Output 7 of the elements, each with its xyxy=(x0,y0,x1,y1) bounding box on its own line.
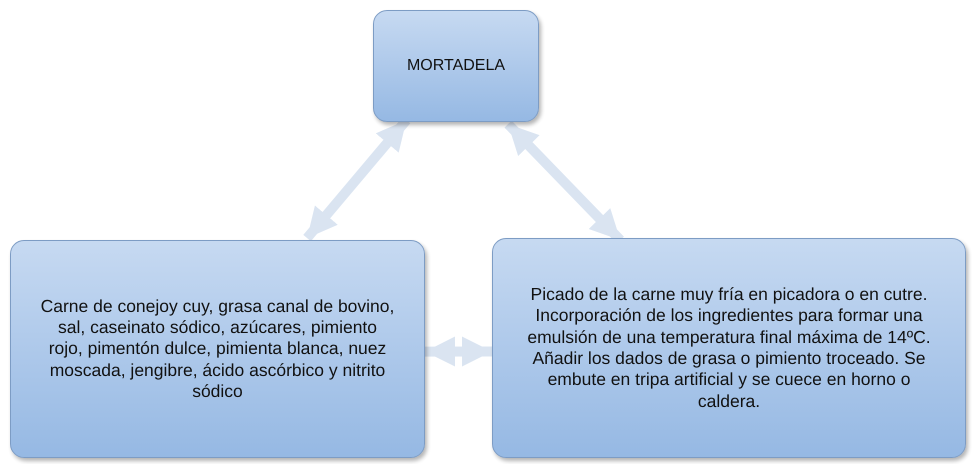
process-box xyxy=(492,238,966,458)
box-text: Picado de la carne muy fría en picadora o en cutre. Incorporación de los ingredientes para formar una emulsión de una temperatura final máxima de 14ºC. Añadir los dados de grasa o pimiento troceado. Se embute en tripa artificial y se cuece en horno o caldera. xyxy=(526,284,932,412)
box-text: Carne de conejoy cuy, grasa canal de bovino, sal, caseinato sódico, azúcares, pimiento rojo, pimentón dulce, pimienta blanca, nuez moscada, jengibre, ácido ascórbico y nitrito sódico xyxy=(40,296,396,402)
process-box xyxy=(10,240,425,458)
double-arrow xyxy=(424,336,492,367)
process-box xyxy=(373,10,539,122)
box-text: MORTADELA xyxy=(406,56,506,76)
